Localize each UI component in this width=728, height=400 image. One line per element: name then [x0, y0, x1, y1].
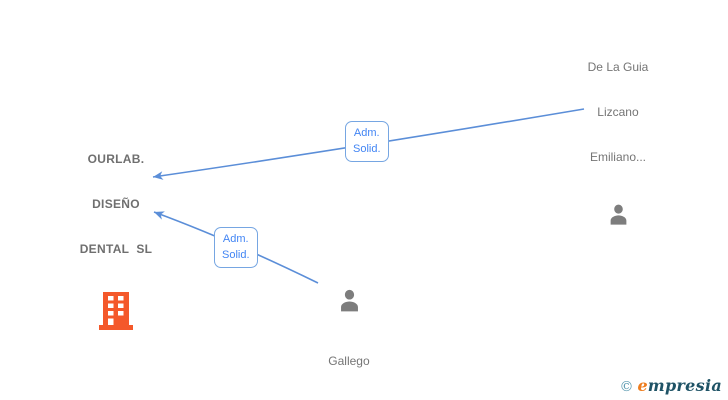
building-icon — [97, 290, 135, 337]
person-icon — [605, 201, 632, 233]
person-node-gallego[interactable]: Gallego Martin- Delgado... — [288, 286, 410, 400]
person-name: De La Guia Lizcano Emiliano... — [587, 60, 649, 164]
edge-label-adm-solid-bottom: Adm. Solid. — [214, 227, 258, 268]
copyright-icon: © — [619, 379, 634, 395]
person-node-de-la-guia[interactable]: De La Guia Lizcano Emiliano... — [557, 30, 679, 233]
person-name: Gallego Martin- Delgado... — [328, 354, 370, 400]
edge-label-adm-solid-top: Adm. Solid. — [345, 121, 389, 162]
empresia-logo[interactable]: ©empresia — [620, 376, 722, 395]
company-node[interactable]: OURLAB. DISEÑO DENTAL SL — [56, 122, 176, 337]
logo-letter-e: e — [637, 376, 648, 395]
logo-text: mpresia — [647, 376, 722, 395]
person-icon — [335, 286, 364, 320]
company-name: OURLAB. DISEÑO DENTAL SL — [79, 152, 153, 256]
